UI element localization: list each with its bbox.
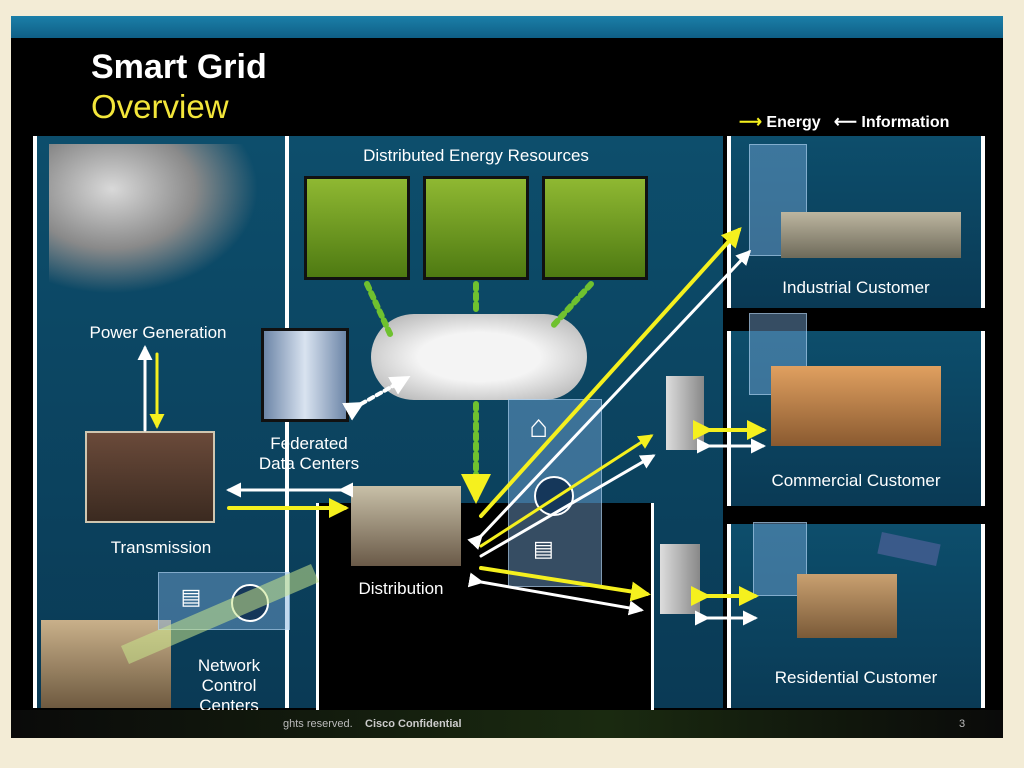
commercial-label: Commercial Customer bbox=[771, 471, 941, 490]
slide: Smart Grid Overview ⟶ Energy ⟵ Informati… bbox=[11, 16, 1003, 738]
top-bar bbox=[11, 16, 1003, 38]
dist-res-info bbox=[467, 572, 644, 616]
control-beam bbox=[121, 564, 319, 664]
federated-label: Federated Data Centers bbox=[258, 434, 360, 473]
slide-title: Smart Grid bbox=[91, 48, 267, 86]
transmission-label: Transmission bbox=[110, 538, 212, 557]
der-label: Distributed Energy Resources bbox=[363, 146, 589, 165]
legend-energy: Energy bbox=[766, 114, 821, 131]
flow-arrows bbox=[121, 227, 767, 664]
footer-bar bbox=[11, 710, 1003, 738]
residential-label: Residential Customer bbox=[774, 668, 938, 687]
router-icon: ▤ bbox=[180, 584, 202, 609]
datacenter-cloud-link bbox=[342, 376, 411, 421]
residential-house-image bbox=[797, 574, 897, 638]
dist-res-energy bbox=[479, 566, 651, 602]
power-generation-label: Power Generation bbox=[89, 323, 227, 342]
energy-arrow-icon: ⟶ bbox=[739, 114, 762, 131]
dist-industrial-energy bbox=[479, 227, 742, 518]
der-link-wind bbox=[364, 281, 394, 339]
data-center-image bbox=[261, 328, 349, 422]
legend: ⟶ Energy ⟵ Information bbox=[739, 112, 949, 132]
dist-home-info bbox=[479, 454, 656, 558]
footer-page-number: 3 bbox=[959, 718, 966, 730]
information-arrow-icon: ⟵ bbox=[833, 114, 857, 131]
slide-subtitle: Overview bbox=[91, 88, 229, 125]
substation-image bbox=[351, 486, 461, 566]
footer-rights: ghts reserved. bbox=[283, 718, 353, 730]
dist-industrial-info bbox=[467, 249, 752, 550]
distribution-label: Distribution bbox=[358, 579, 444, 598]
legend-information: Information bbox=[861, 114, 950, 131]
footer-confidential: Cisco Confidential bbox=[365, 718, 462, 730]
office-building-image bbox=[771, 366, 941, 446]
factory-image bbox=[781, 212, 961, 258]
der-link-battery bbox=[548, 281, 594, 331]
industrial-label: Industrial Customer bbox=[782, 278, 930, 297]
dist-home-energy bbox=[479, 434, 654, 548]
power-plant-image bbox=[49, 144, 259, 294]
transmission-tower-image bbox=[85, 431, 215, 523]
wind-turbine-image bbox=[304, 176, 410, 280]
